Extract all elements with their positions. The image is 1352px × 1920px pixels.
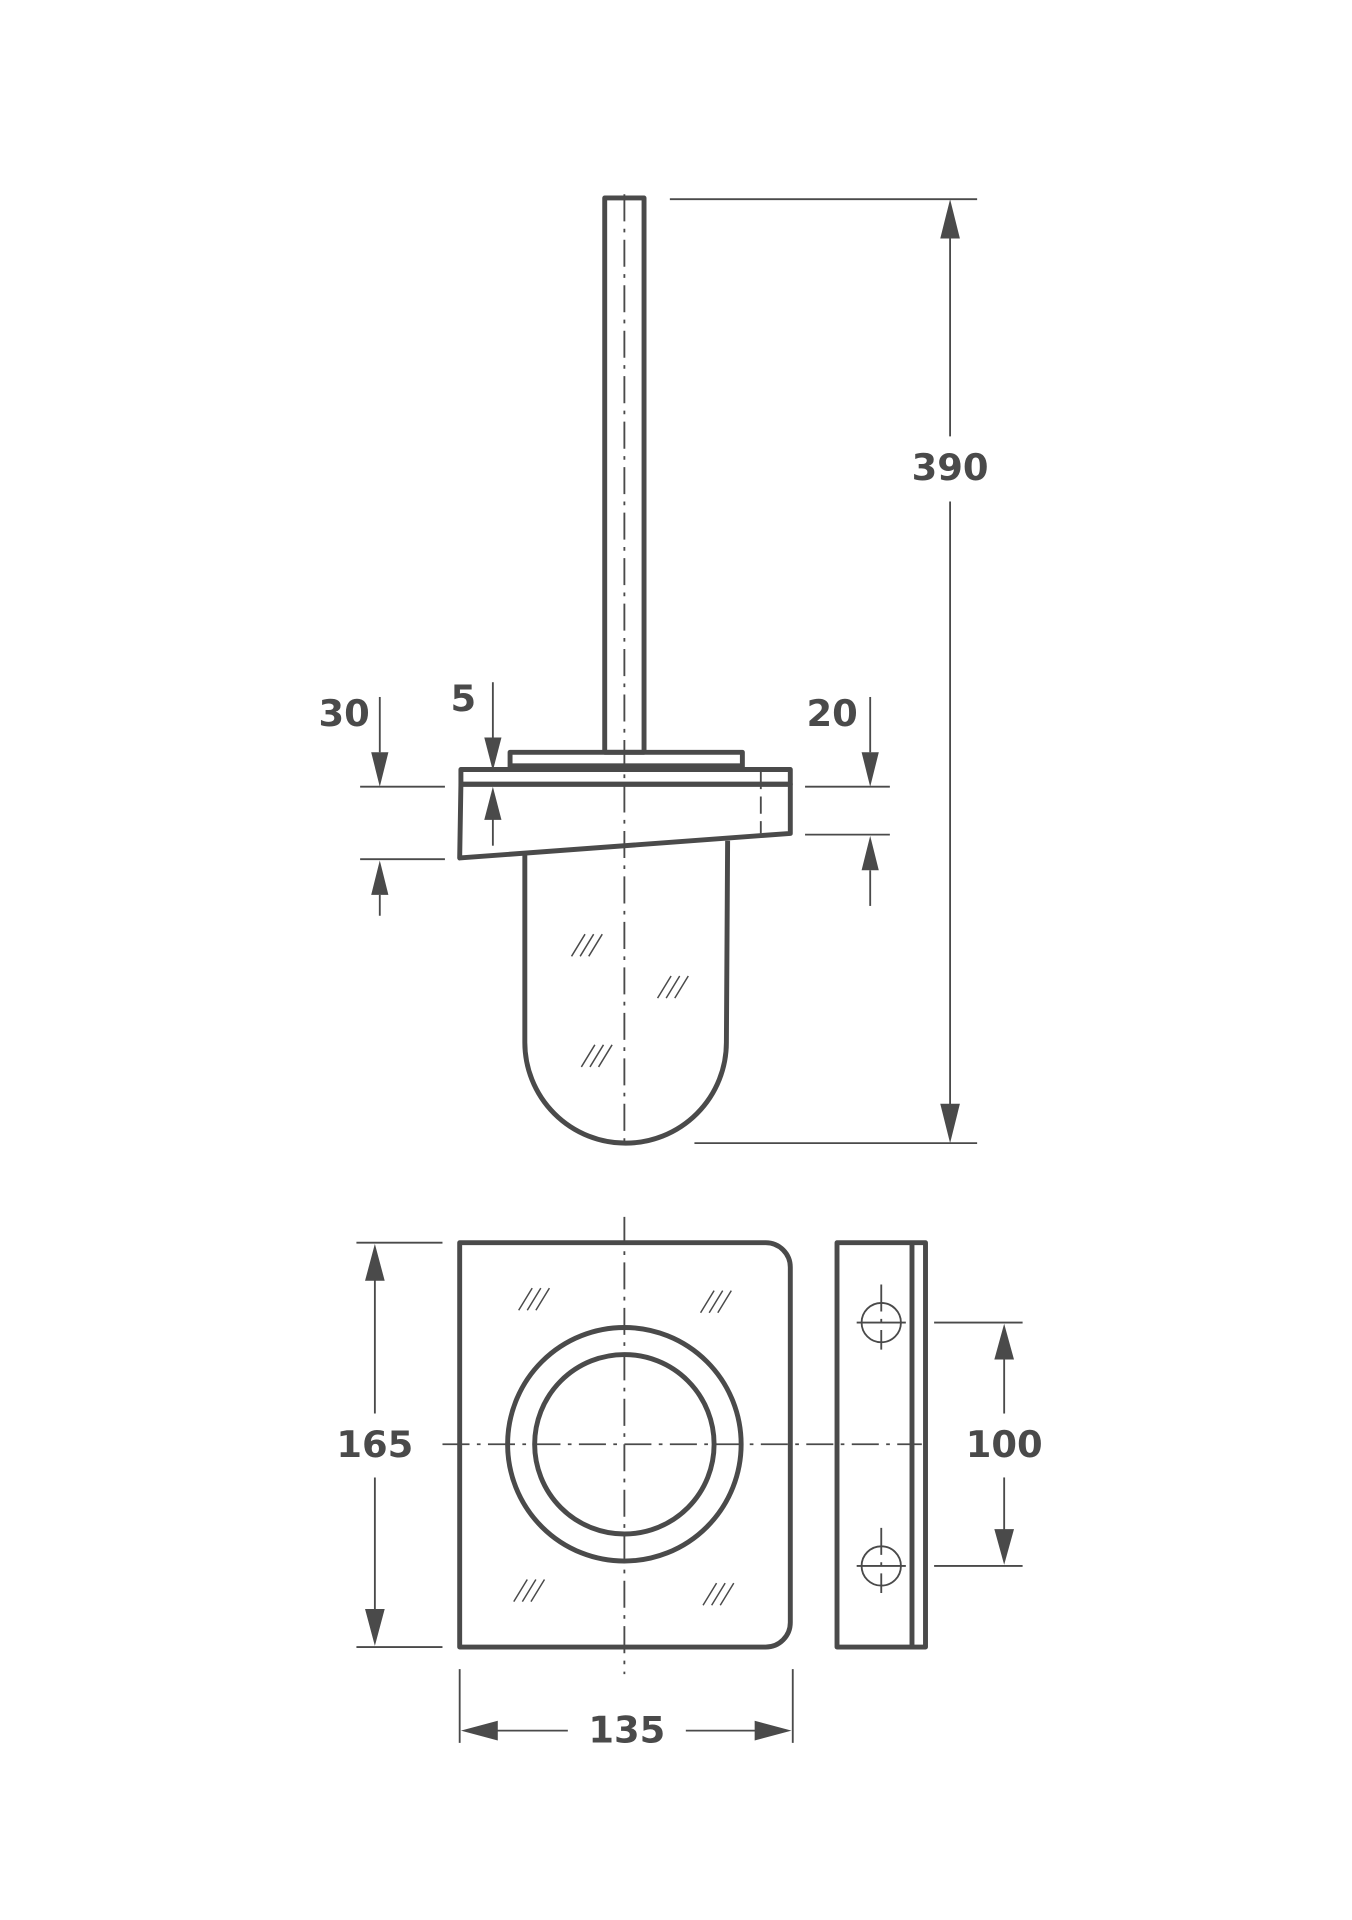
- glass-cup: [522, 840, 731, 1146]
- dimension-20: 20: [805, 692, 890, 906]
- screw-hole-icon: [856, 1284, 906, 1350]
- dimension-165: 165: [336, 1241, 443, 1648]
- side-plate: [834, 1240, 928, 1650]
- dimension-30: 30: [318, 692, 445, 916]
- dimension-5: 5: [451, 677, 502, 846]
- dimension-label-100: 100: [966, 1423, 1043, 1466]
- side-view: [834, 1240, 928, 1650]
- dimension-390: 390: [669, 198, 989, 1145]
- dimension-135: 135: [458, 1669, 794, 1751]
- dimension-label-135: 135: [588, 1708, 665, 1751]
- glass-hatch-icon: [570, 933, 689, 1068]
- dimension-label-165: 165: [336, 1423, 413, 1466]
- holder-body: [457, 781, 793, 861]
- cup-inner-ring: [532, 1352, 717, 1537]
- base-plate: [457, 1240, 793, 1650]
- dimension-label-5: 5: [451, 677, 477, 720]
- glass-hatch-icon: [513, 1287, 735, 1606]
- screw-hole-icon: [856, 1527, 906, 1593]
- top-view: [442, 1216, 922, 1675]
- dimension-label-390: 390: [912, 446, 989, 489]
- dimension-label-30: 30: [318, 692, 369, 735]
- dimension-100: 100: [934, 1321, 1043, 1567]
- dimension-label-20: 20: [806, 692, 857, 735]
- front-view: [457, 194, 793, 1150]
- cup-outer-ring: [505, 1325, 744, 1564]
